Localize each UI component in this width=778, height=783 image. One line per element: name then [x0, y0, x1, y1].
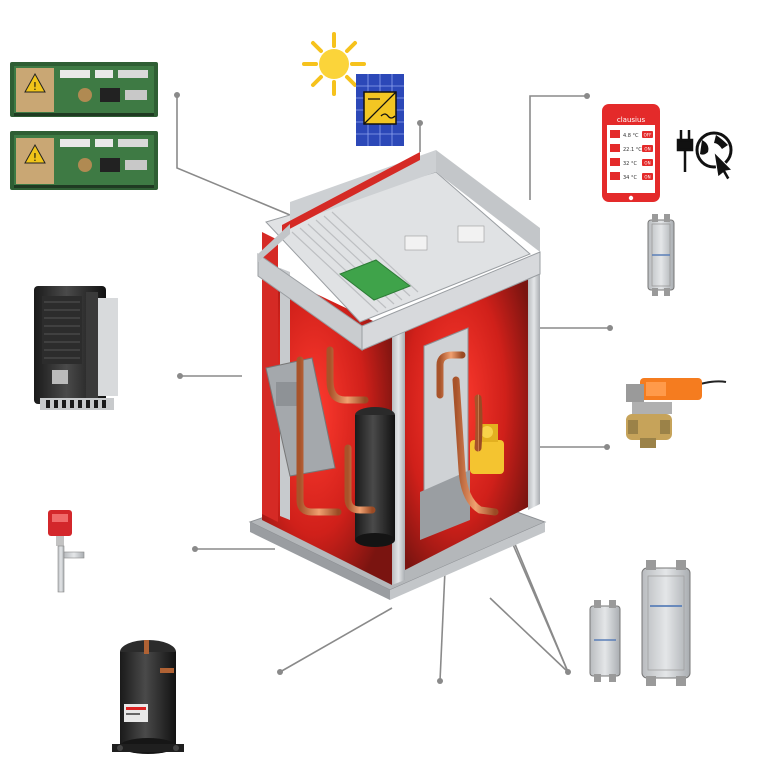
- usb-plug-icon: [676, 130, 694, 172]
- app-reading: 34 °C: [623, 175, 637, 181]
- plate-heat-exchangers-pair: [589, 560, 691, 686]
- control-box-front-right: [361, 251, 541, 351]
- red-top-edge: [282, 152, 420, 233]
- internal-board: [338, 259, 412, 301]
- smartphone-app: clausius 4.8 °C 22.1 °C 32 °C 34 °C OFF: [602, 104, 734, 202]
- heat-pump-icon: [248, 150, 547, 600]
- copper-pipes: [296, 346, 499, 524]
- control-boards: ! !: [10, 62, 158, 190]
- smartphone-icon: clausius 4.8 °C 22.1 °C 32 °C 34 °C OFF: [602, 104, 660, 202]
- app-badge: OFF: [644, 133, 652, 138]
- plate-exchanger-icon: [589, 600, 621, 682]
- plate-exchanger-icon: [641, 560, 691, 686]
- app-reading: 32 °C: [623, 161, 637, 167]
- app-reading: 4.8 °C: [623, 133, 639, 139]
- app-badge: ON: [644, 161, 650, 166]
- plate-exchanger-icon: [647, 214, 675, 296]
- circuit-board-icon: !: [10, 131, 158, 190]
- connector-smartphone: [529, 95, 587, 200]
- inverter-drive: [34, 286, 118, 410]
- sun-icon: [302, 32, 366, 96]
- app-badge: ON: [644, 175, 650, 180]
- svg-text:!: !: [33, 151, 37, 164]
- compressor: [112, 640, 184, 754]
- connector-compressor: [279, 607, 393, 673]
- flow-switch: [48, 510, 85, 593]
- plate-heat-exchanger-small: [647, 214, 675, 296]
- motorized-valve: [626, 378, 727, 448]
- app-reading: 22.1 °C: [623, 147, 642, 153]
- compressor-icon: [112, 640, 184, 754]
- connector-exchangers-a: [489, 597, 569, 673]
- app-brand-label: clausius: [617, 116, 646, 124]
- heat-pump-unit: [248, 150, 547, 600]
- valve-actuator-icon: [626, 378, 727, 448]
- app-badge: ON: [644, 147, 650, 152]
- internal-compressor: [355, 407, 395, 547]
- remote-access-globe-icon: [695, 131, 734, 181]
- circuit-board-icon: !: [10, 62, 158, 117]
- svg-text:!: !: [33, 80, 37, 93]
- solar: [302, 32, 404, 146]
- inverter-icon: [34, 286, 118, 410]
- connector-control-boards: [176, 95, 291, 216]
- pv-inverter-icon: [356, 74, 404, 146]
- connector-dots: [174, 92, 613, 684]
- flow-switch-icon: [48, 510, 85, 593]
